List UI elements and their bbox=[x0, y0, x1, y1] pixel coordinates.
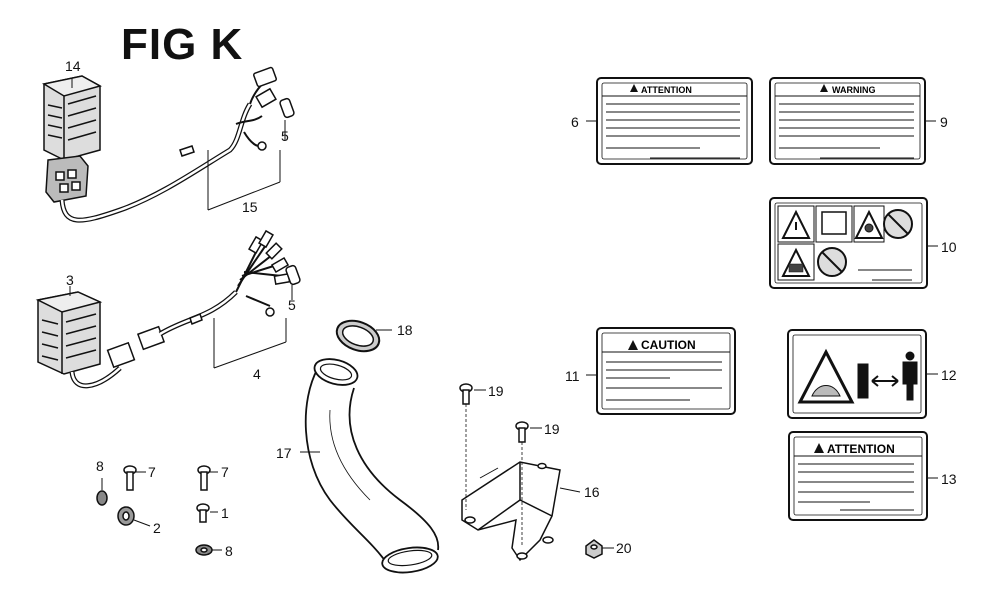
callout-9: 9 bbox=[940, 114, 948, 130]
label-warning-9 bbox=[769, 77, 936, 165]
clamp-18 bbox=[335, 319, 392, 353]
callout-2: 2 bbox=[153, 520, 161, 536]
callout-1: 1 bbox=[221, 505, 229, 521]
callout-5-upper: 5 bbox=[281, 128, 289, 144]
callout-19-upper: 19 bbox=[488, 383, 504, 399]
harness-15 bbox=[59, 66, 295, 223]
label11-heading: CAUTION bbox=[641, 338, 696, 352]
label6-heading: ATTENTION bbox=[641, 85, 692, 95]
label-attention-13 bbox=[788, 431, 938, 521]
callout-3: 3 bbox=[66, 272, 74, 288]
callout-7-right: 7 bbox=[221, 464, 229, 480]
callout-19-lower: 19 bbox=[544, 421, 560, 437]
callout-18: 18 bbox=[397, 322, 413, 338]
callout-6: 6 bbox=[571, 114, 579, 130]
harness-4 bbox=[69, 229, 301, 389]
regulator-rectifier-3 bbox=[35, 286, 103, 375]
label-pictogram-12 bbox=[787, 329, 938, 419]
callout-16: 16 bbox=[584, 484, 600, 500]
small-hardware bbox=[96, 465, 222, 556]
label13-heading: ATTENTION bbox=[827, 442, 895, 456]
callout-8-lower: 8 bbox=[225, 543, 233, 559]
label-caution-11 bbox=[586, 327, 736, 415]
label-attention-6 bbox=[586, 77, 753, 165]
regulator-rectifier-14 bbox=[41, 75, 102, 203]
callout-10: 10 bbox=[941, 239, 957, 255]
air-duct-17 bbox=[300, 358, 440, 574]
bolts-19 bbox=[459, 383, 542, 546]
callout-7-left: 7 bbox=[148, 464, 156, 480]
callout-14: 14 bbox=[65, 58, 81, 74]
bracket-16 bbox=[461, 461, 581, 562]
label9-heading: WARNING bbox=[832, 85, 876, 95]
figure-title: FIG K bbox=[121, 20, 244, 69]
callout-20: 20 bbox=[616, 540, 632, 556]
callout-17: 17 bbox=[276, 445, 292, 461]
callout-5-lower: 5 bbox=[288, 297, 296, 313]
callout-13: 13 bbox=[941, 471, 957, 487]
label-pictogram-10 bbox=[769, 197, 938, 289]
callout-4: 4 bbox=[253, 366, 261, 382]
callout-15: 15 bbox=[242, 199, 258, 215]
callout-11: 11 bbox=[565, 368, 580, 384]
callout-8-upper: 8 bbox=[96, 458, 104, 474]
nut-20 bbox=[585, 539, 614, 559]
callout-12: 12 bbox=[941, 367, 957, 383]
